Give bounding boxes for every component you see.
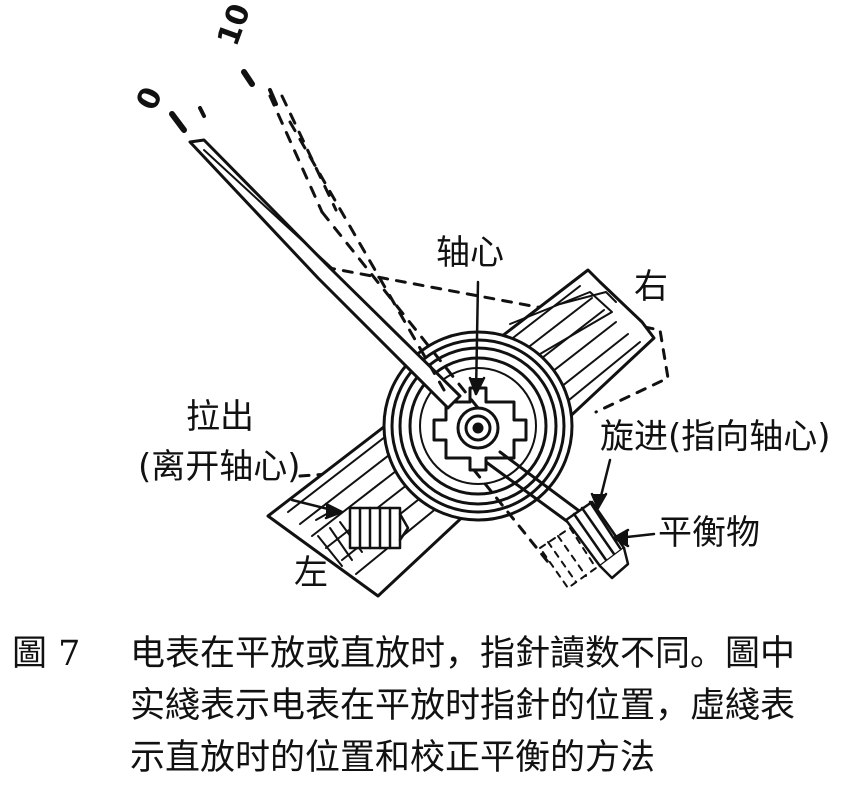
balance-weight-label: 平衡物	[658, 513, 760, 553]
meter-diagram-drawing	[169, 69, 670, 598]
pointer-solid	[188, 138, 462, 410]
pointer-tip-mark	[169, 111, 187, 133]
right-label: 右	[634, 267, 668, 307]
figure-caption: 圖 7 电表在平放或直放时，指針讀数不同。圖中 实綫表示电表在平放时指針的位置，虛…	[12, 628, 857, 784]
dashed-tip-mark-left	[198, 106, 206, 118]
dashed-tip-mark-upper	[241, 69, 255, 87]
axis-center-label: 轴心	[436, 233, 504, 273]
dashed-balance-weight	[539, 527, 597, 589]
leader-arrows	[290, 280, 656, 548]
screw-in-label: 旋进(指向轴心)	[600, 417, 831, 457]
caption-line-3: 示直放时的位置和校正平衡的方法	[130, 738, 656, 778]
dashed-tip-mark-lower	[268, 88, 278, 106]
right-balance-weight	[564, 500, 630, 580]
left-balance-screw	[348, 506, 410, 550]
left-label: 左	[294, 553, 328, 593]
caption-line-1: 电表在平放或直放时，指針讀数不同。圖中	[130, 634, 796, 674]
pull-out-label: 拉出	[186, 397, 254, 437]
meter-diagram: 10 0 轴心 右 左 拉出 (离开轴心) 旋进(指向轴心) 平衡物	[130, 0, 831, 598]
lower-arm	[472, 450, 588, 564]
pull-out-note: (离开轴心)	[138, 447, 301, 487]
figure-number: 圖 7	[12, 634, 81, 674]
pointer-dashed	[268, 94, 480, 410]
caption-line-2: 实綫表示电表在平放时指針的位置，虛綫表	[130, 686, 796, 726]
